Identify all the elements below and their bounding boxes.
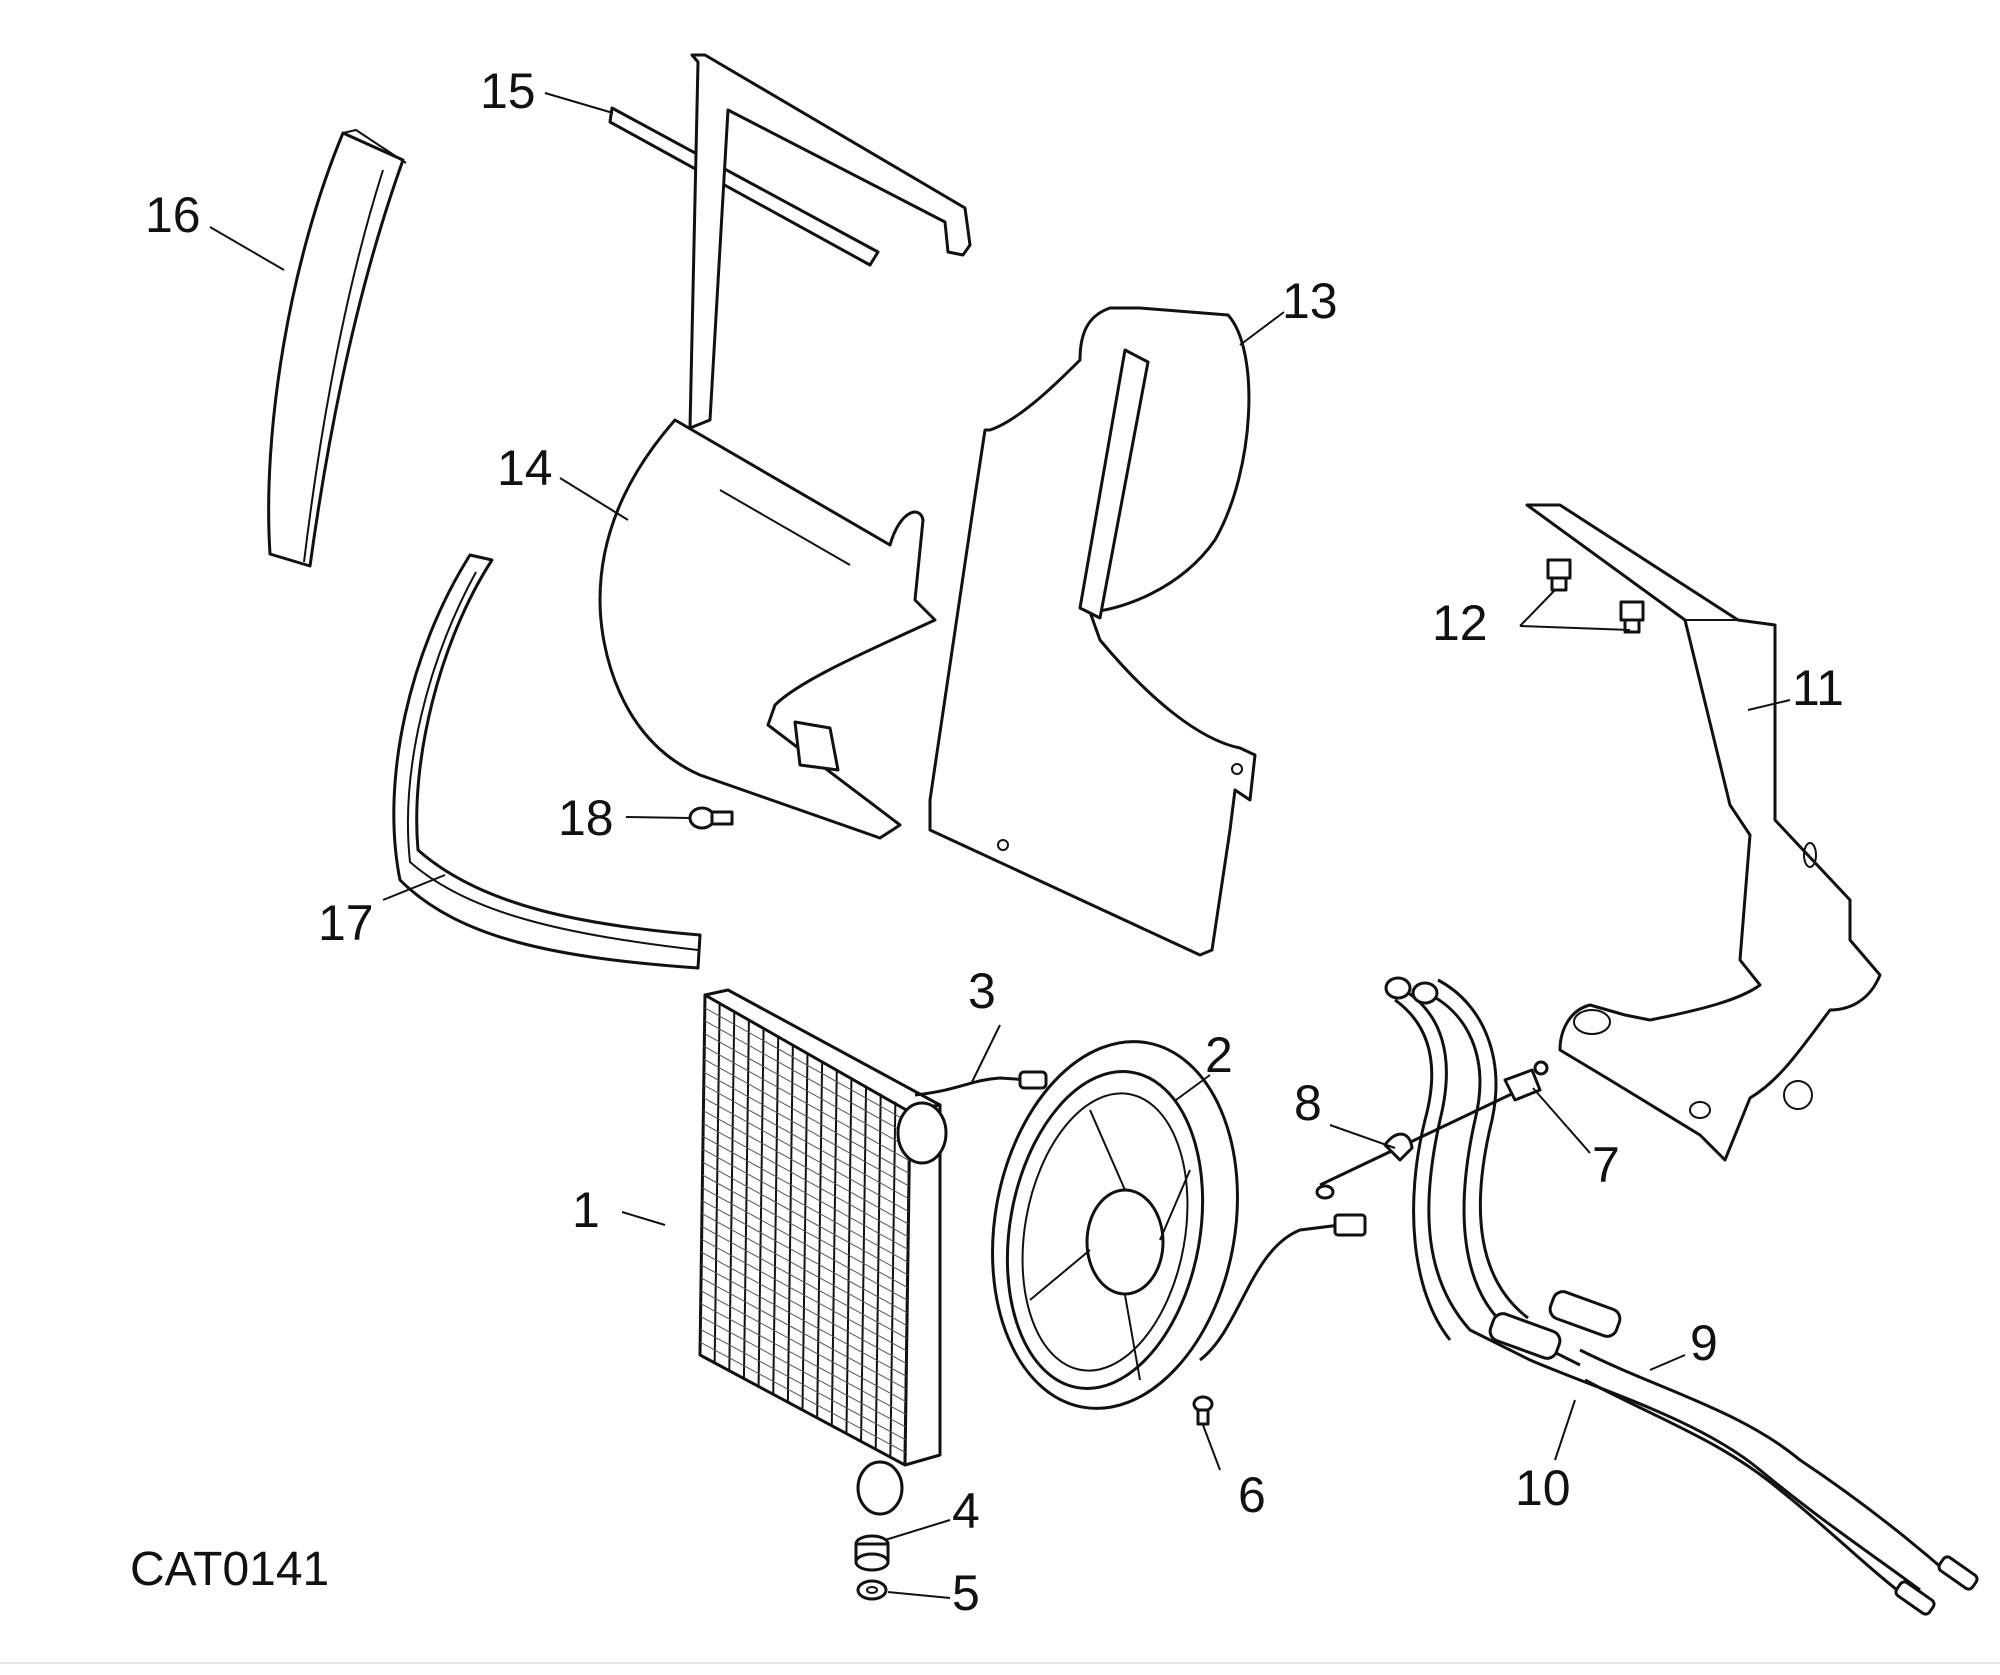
- radiator-fin-line: [701, 1213, 908, 1326]
- radiator-fin-line: [700, 1315, 906, 1428]
- sensor-wire-icon: [914, 1070, 1048, 1097]
- radiator-fin-line: [702, 1161, 908, 1276]
- radiator-fin-line: [704, 1020, 910, 1136]
- callout-label-15: 15: [480, 63, 536, 119]
- bottom-divider: [0, 1662, 2000, 1664]
- clip-icon: [1503, 1060, 1549, 1102]
- radiator-fin-line: [702, 1187, 908, 1301]
- radiator-fin-line: [702, 1135, 909, 1250]
- radiator-fin-line: [700, 1290, 907, 1403]
- radiator-fin-line: [703, 1084, 909, 1200]
- callout-label-8: 8: [1294, 1075, 1322, 1131]
- callout-labels: 1 2 3 4 5 6 7 8 9 10 11 12 13 14 15 16 1…: [145, 63, 1844, 1621]
- radiator-fin-line: [703, 1097, 909, 1212]
- bracket-icon: [1525, 503, 1882, 1162]
- radiator-fin-line: [700, 1303, 906, 1415]
- radiator-fin-line: [701, 1264, 907, 1377]
- radiator-fin-line: [701, 1225, 908, 1339]
- callout-label-13: 13: [1282, 273, 1338, 329]
- washer-icon: [856, 1579, 888, 1601]
- cooling-fan-icon: [991, 1040, 1367, 1410]
- callout-label-9: 9: [1690, 1315, 1718, 1371]
- radiator-fin-line: [704, 1007, 911, 1124]
- radiator-fin-line: [703, 1058, 910, 1174]
- callout-label-5: 5: [952, 1565, 980, 1621]
- radiator-fin-line: [701, 1251, 907, 1365]
- radiator-fin-line: [699, 1341, 906, 1453]
- radiator-fin-line: [700, 1328, 906, 1441]
- push-rivet-icon: [688, 806, 734, 830]
- radiator-fin-line: [703, 1110, 909, 1225]
- foam-seal-curved-icon: [392, 553, 702, 970]
- radiator-fin-line: [701, 1238, 907, 1352]
- radiator-fin-line: [702, 1123, 909, 1238]
- radiator-fin-line: [703, 1071, 910, 1187]
- callout-label-17: 17: [318, 895, 374, 951]
- deflector-panel-icon: [598, 53, 972, 840]
- radiator-fin-line: [700, 1277, 907, 1390]
- callout-label-4: 4: [952, 1483, 980, 1539]
- catalog-code: CAT0141: [130, 1543, 329, 1596]
- radiator-fin-line: [702, 1148, 909, 1263]
- callout-label-3: 3: [968, 963, 996, 1019]
- callout-label-16: 16: [145, 187, 201, 243]
- callout-label-11: 11: [1792, 660, 1844, 716]
- foam-seal-icon: [267, 128, 407, 568]
- callout-label-18: 18: [558, 790, 614, 846]
- strip-icon: [608, 106, 880, 267]
- radiator-fin-line: [704, 1045, 910, 1162]
- callout-label-2: 2: [1205, 1027, 1233, 1083]
- hose-icon: [1384, 976, 1979, 1616]
- screw-icon: [1192, 1395, 1214, 1426]
- callout-label-14: 14: [497, 440, 553, 496]
- shroud-panel-icon: [928, 306, 1257, 957]
- radiator-fin-line: [704, 1033, 910, 1149]
- radiator-fin-line: [701, 1200, 908, 1314]
- callout-leaders: [209, 92, 1791, 1599]
- callout-label-6: 6: [1238, 1467, 1266, 1523]
- callout-label-1: 1: [572, 1182, 600, 1238]
- radiator-fin-line: [702, 1174, 908, 1288]
- callout-label-10: 10: [1515, 1460, 1571, 1516]
- callout-label-7: 7: [1592, 1137, 1620, 1193]
- callout-label-12: 12: [1432, 595, 1488, 651]
- rubber-mount-icon: [854, 1534, 890, 1572]
- radiator-icon: [698, 988, 948, 1516]
- stud-icon: [1546, 558, 1645, 634]
